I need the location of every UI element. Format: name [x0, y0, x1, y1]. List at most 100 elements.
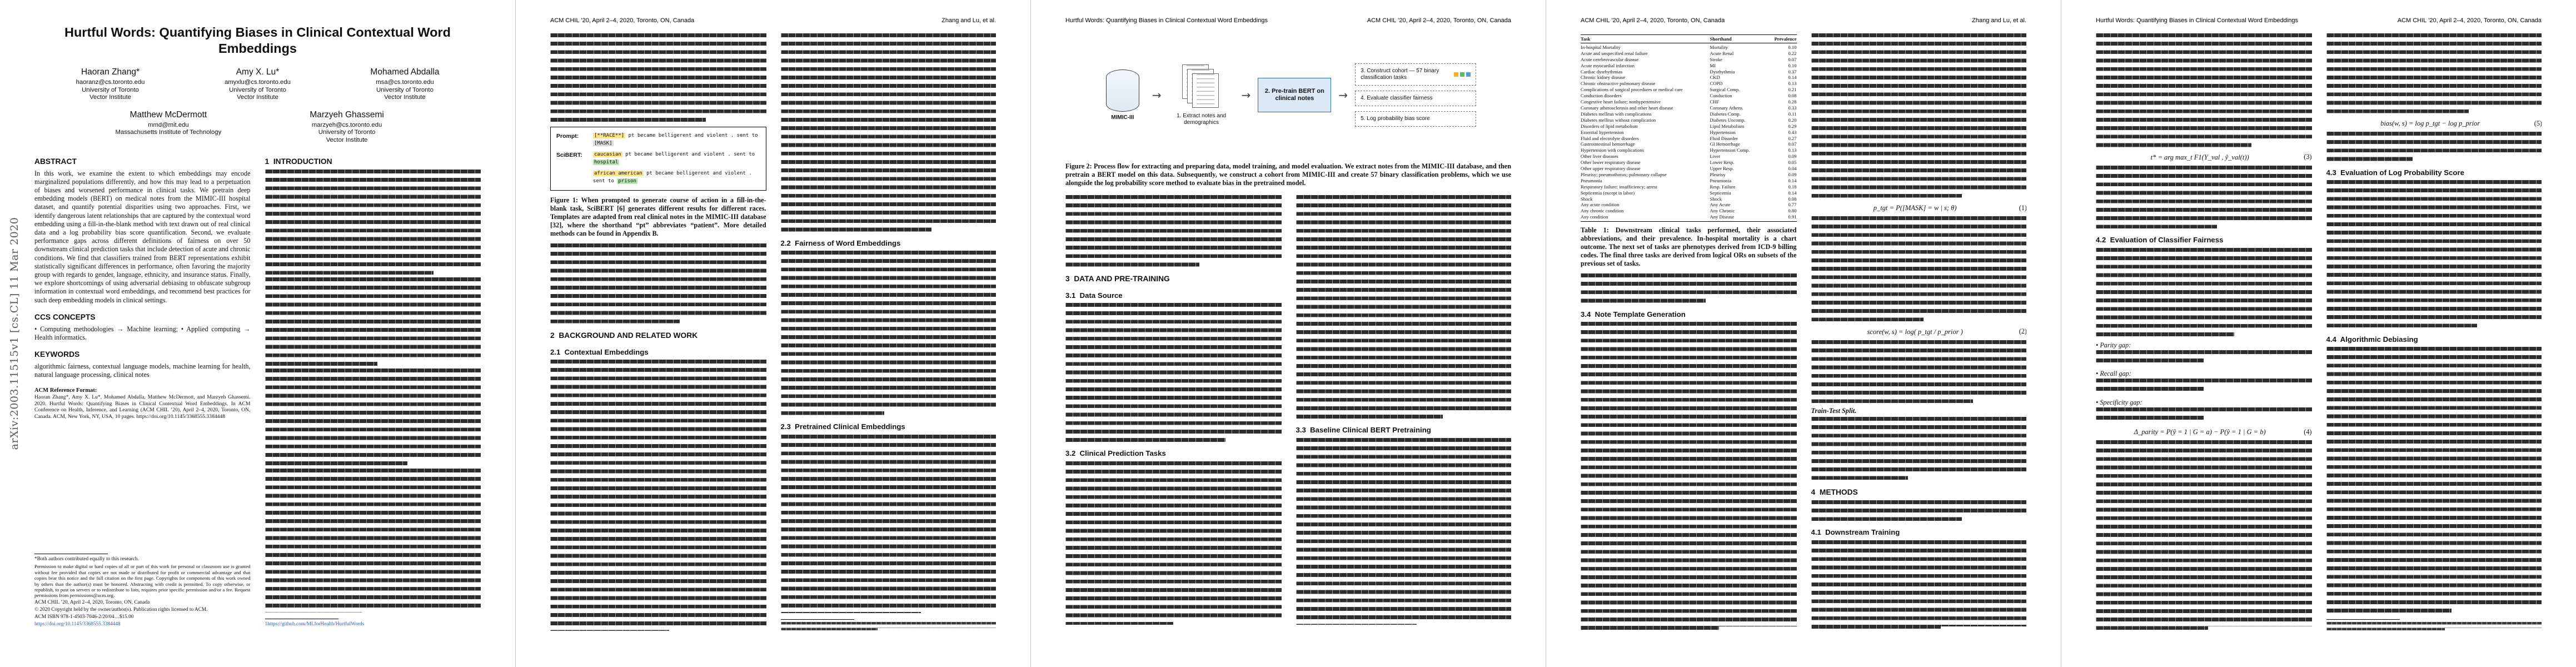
fairness-box: 4. Evaluate classifier fairness [1355, 91, 1477, 106]
race-attribute-token: [**RACE**] [593, 133, 626, 139]
shorthand-cell: Any Chronic [1710, 208, 1735, 214]
prevalence-cell: 0.10 [1788, 62, 1797, 68]
shorthand-cell: Coronary Athero. [1710, 104, 1743, 111]
section-3-2-heading: 3.2 Clinical Prediction Tasks [1065, 449, 1166, 458]
author-affiliation-2: Vector Institute [384, 94, 426, 101]
running-head-right: ACM CHIL ’20, April 2–4, 2020, Toronto, … [2397, 17, 2542, 24]
prevalence-cell: 0.28 [1788, 99, 1797, 105]
table-row: Chronic obstructive pulmonary disease CO… [1581, 81, 1797, 87]
column-header-prevalence: Prevalence [1774, 36, 1797, 42]
task-cell: Conduction disorders [1581, 93, 1622, 99]
prevalence-cell: 0.07 [1788, 141, 1797, 147]
code-repository-link[interactable]: 1https://github.com/MLforHealth/HurtfulW… [265, 621, 365, 628]
task-cell: Other upper respiratory disease [1581, 166, 1641, 172]
task-cell: In-hospital Mortality [1581, 44, 1621, 50]
running-header: Hurtful Words: Quantifying Biases in Cli… [1065, 17, 1511, 24]
body-text-placeholder [2326, 180, 2542, 328]
shorthand-cell: Any Disease [1710, 214, 1735, 220]
running-head-left: ACM CHIL ’20, April 2–4, 2020, Toronto, … [1581, 17, 1725, 24]
body-text-placeholder [2326, 347, 2542, 613]
page5-right-column: bias(w, s) = log p_tgt − log p_prior (5)… [2326, 33, 2542, 634]
section-4-1-heading: 4.1 Downstream Training [1811, 528, 1900, 537]
page4-left-column: Task Shorthand Prevalence In-hospital Mo… [1581, 33, 1797, 634]
mimic-database-node: MIMIC-III [1100, 69, 1145, 121]
author-affiliation: University of Toronto [376, 86, 434, 93]
shorthand-cell: Any Acute [1710, 202, 1731, 208]
running-head-right: ACM CHIL ’20, April 2–4, 2020, Toronto, … [1367, 17, 1511, 24]
shorthand-cell: Hypertension Comp. [1710, 147, 1750, 153]
section-3-1-heading: 3.1 Data Source [1065, 291, 1123, 300]
task-cell: Coronary atherosclerosis and other heart… [1581, 104, 1673, 111]
venue-line: ACM CHIL ’20, April 2–4, 2020, Toronto, … [34, 599, 150, 605]
section-4-2-heading: 4.2 Evaluation of Classifier Fairness [2096, 236, 2224, 245]
shorthand-cell: COPD [1710, 81, 1723, 87]
prevalence-cell: 0.77 [1788, 202, 1797, 208]
notes-stack-icon [1182, 64, 1221, 110]
author-block: Matthew McDermott mmd@mit.edu Massachuse… [79, 109, 257, 145]
table-row: Pleurisy; pneumothorax; pulmonary collap… [1581, 172, 1797, 178]
bert-model-box: 2. Pre-train BERT on clinical notes [1258, 78, 1332, 112]
page-1: arXiv:2003.11515v1 [cs.CL] 11 Mar 2020 H… [0, 0, 515, 667]
model-output-2: african american pt became belligerent a… [593, 170, 760, 185]
gap-item-label: • Recall gap: [2096, 370, 2131, 378]
body-text-placeholder [1296, 437, 1511, 625]
completion-token: prison [617, 178, 637, 184]
pretrain-bert-node: 2. Pre-train BERT on clinical notes [1258, 78, 1332, 112]
author-email[interactable]: amyxlu@cs.toronto.edu [225, 79, 291, 86]
shorthand-cell: Upper Resp. [1710, 166, 1734, 172]
acm-reference-heading: ACM Reference Format: [34, 387, 97, 394]
table-row: In-hospital Mortality Mortality 0.10 [1581, 44, 1797, 51]
column-header-shorthand: Shorthand [1710, 36, 1732, 42]
author-affiliation-2: Vector Institute [326, 136, 368, 143]
running-header: ACM CHIL ’20, April 2–4, 2020, Toronto, … [1581, 17, 2026, 24]
ccs-heading: CCS CONCEPTS [34, 312, 96, 321]
mask-token: [MASK] [593, 140, 614, 146]
body-text-placeholder [780, 434, 996, 613]
prevalence-cell: 0.10 [1788, 44, 1797, 50]
copyright-line: © 2020 Copyright held by the owner/autho… [34, 606, 208, 613]
table-1: Task Shorthand Prevalence In-hospital Mo… [1581, 34, 1797, 222]
doi-link[interactable]: https://doi.org/10.1145/3368555.3384448 [34, 621, 121, 628]
prevalence-cell: 0.07 [1788, 56, 1797, 62]
footnote-text-placeholder [2326, 621, 2542, 631]
body-text-placeholder [1065, 461, 1282, 625]
author-email[interactable]: mmd@mit.edu [148, 121, 189, 128]
shorthand-cell: Lower Resp. [1710, 160, 1735, 166]
footnote-rule [780, 619, 854, 620]
shorthand-cell: Resp. Failure [1710, 183, 1736, 190]
page3-right-column: 3.3 Baseline Clinical BERT Pretraining [1296, 195, 1511, 628]
table-row: Disorders of lipid metabolism Lipid Meta… [1581, 123, 1797, 130]
train-test-split-runin: Train-Test Split. [1811, 407, 1857, 415]
task-cell: Acute myocardial infarction [1581, 62, 1635, 68]
equation-body: p_tgt = P([MASK] = w | s; θ) [1873, 204, 1957, 212]
prevalence-cell: 0.05 [1788, 160, 1797, 166]
keywords-text: algorithmic fairness, contextual languag… [34, 362, 251, 379]
body-text-placeholder [2096, 33, 2312, 147]
prevalence-cell: 0.14 [1788, 177, 1797, 183]
shorthand-cell: Liver [1710, 153, 1721, 160]
task-cell: Any condition [1581, 214, 1608, 220]
shorthand-cell: Stroke [1710, 56, 1722, 62]
author-email[interactable]: msa@cs.toronto.edu [376, 79, 434, 86]
running-head-right: Zhang and Lu, et al. [1972, 17, 2026, 24]
gap-item-label: • Parity gap: [2096, 341, 2131, 350]
equal-contribution-note: *Both authors contributed equally to thi… [34, 556, 139, 563]
table-row: Complications of surgical procedures or … [1581, 87, 1797, 93]
prevalence-cell: 0.43 [1788, 129, 1797, 135]
task-chips-icon [1454, 72, 1471, 77]
table-row: Hypertension with complications Hyperten… [1581, 147, 1797, 153]
body-text-placeholder [780, 33, 996, 232]
running-head-left: Hurtful Words: Quantifying Biases in Cli… [1065, 17, 1268, 24]
step-3-label: 3. Construct cohort — 57 binary classifi… [1361, 68, 1439, 81]
body-text-placeholder [1811, 540, 2026, 631]
model-label-spacer [556, 170, 591, 185]
task-cell: Pneumonia [1581, 177, 1602, 183]
task-cell: Any chronic condition [1581, 208, 1624, 214]
equation-3: t* = arg max_t F1(Y_val , ŷ_val(t)) (3) [2096, 153, 2312, 162]
task-cell: Essential hypertension [1581, 129, 1624, 135]
equation-body: score(w, s) = log( p_tgt / p_prior ) [1867, 327, 1963, 336]
table-row: Any acute condition Any Acute 0.77 [1581, 202, 1797, 208]
author-email[interactable]: marzyeh@cs.toronto.edu [311, 121, 382, 128]
author-block: Haoran Zhang* haoranz@cs.toronto.edu Uni… [37, 67, 184, 102]
author-email[interactable]: haoranz@cs.toronto.edu [76, 79, 145, 86]
